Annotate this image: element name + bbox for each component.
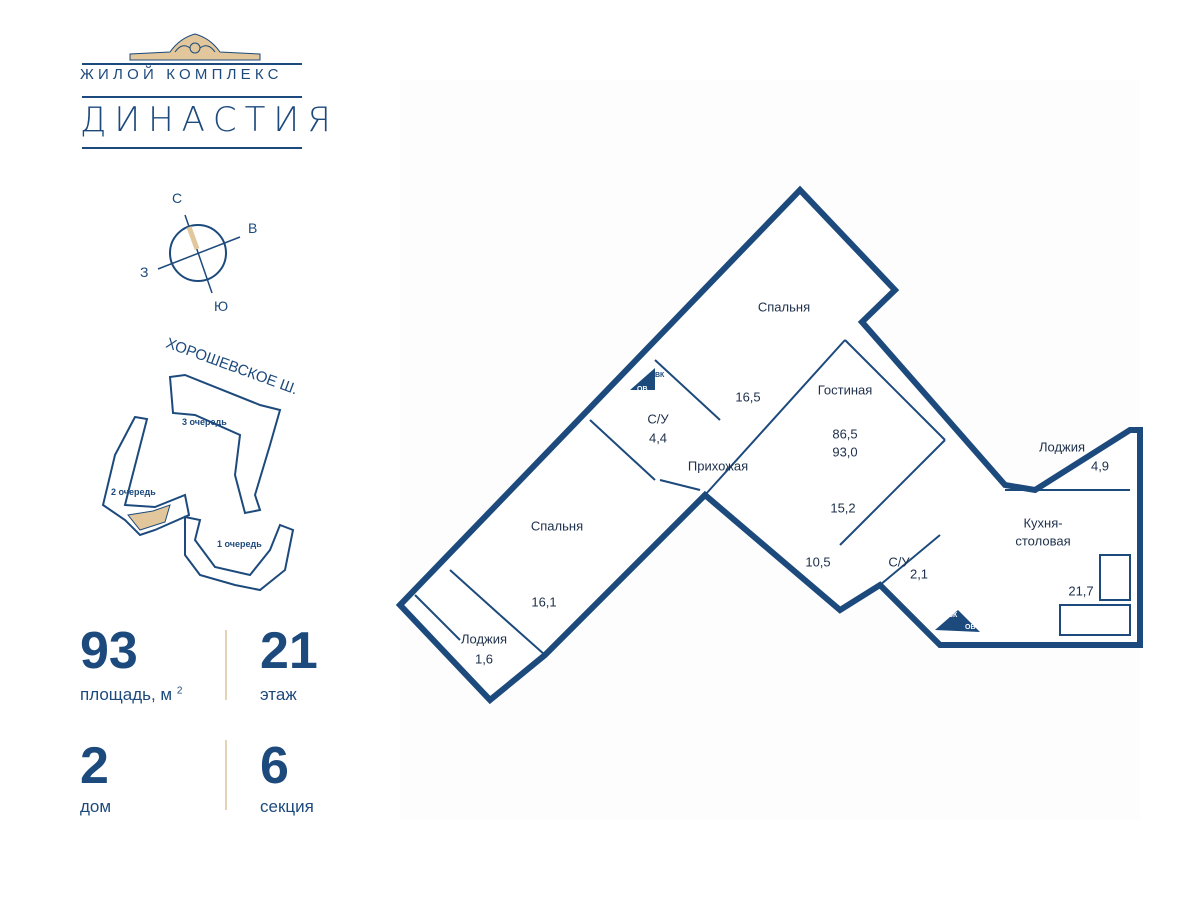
area-label-text: площадь, м <box>80 685 173 704</box>
shaft-marker <box>630 368 655 390</box>
room-area: 1,6 <box>474 651 494 667</box>
house-label: дом <box>80 797 112 816</box>
house-value: 2 <box>80 737 109 795</box>
room-name: Лоджия <box>1038 439 1086 455</box>
room-area: 4,4 <box>648 430 668 446</box>
room-area: 15,2 <box>830 500 856 516</box>
logo-ornament-icon <box>129 33 261 61</box>
phase1-label: 1 очередь <box>217 539 262 549</box>
room-name-line2: столовая <box>1015 533 1071 549</box>
area-unit-sup: 2 <box>176 685 183 697</box>
room-area: 2,1 <box>909 566 929 582</box>
logo-rule <box>82 63 302 65</box>
building-phase2 <box>101 415 191 537</box>
room-name: Спальня <box>530 518 584 534</box>
shaft-ov-label: ОВ <box>637 386 648 393</box>
site-plan: ХОРОШЕВСКОЕ Ш. 3 очередь 2 очередь 1 оче… <box>101 335 300 592</box>
logo-name: ДИНАСТИЯ <box>80 100 339 140</box>
section-label: секция <box>260 797 314 816</box>
compass-south: Ю <box>214 298 228 314</box>
shaft-marker <box>935 610 980 632</box>
logo-subtitle: ЖИЛОЙ КОМПЛЕКС <box>80 66 283 83</box>
room-area: 16,5 <box>735 389 761 405</box>
compass-west: З <box>140 264 148 280</box>
section-value: 6 <box>260 737 289 795</box>
logo-rule <box>82 96 302 98</box>
area-label: площадь, м 2 <box>80 685 182 705</box>
compass-east: В <box>248 220 257 236</box>
room-name: С/У <box>647 411 669 427</box>
logo-rule <box>82 147 302 149</box>
floor-label: этаж <box>260 685 297 704</box>
room-area: 10,5 <box>805 554 831 570</box>
compass-north: С <box>172 190 182 206</box>
building-phase1 <box>184 515 295 592</box>
shaft-vk-label: ВК <box>655 372 665 379</box>
total-area: 93,0 <box>832 444 858 460</box>
area-value: 93 <box>80 622 138 680</box>
divider <box>225 630 227 700</box>
floor-value: 21 <box>260 622 318 680</box>
room-name: Прихожая <box>687 458 749 474</box>
phase2-label: 2 очередь <box>111 487 156 497</box>
divider <box>225 740 227 810</box>
room-name: Гостиная <box>817 382 873 398</box>
phase3-label: 3 очередь <box>182 417 227 427</box>
room-area: 16,1 <box>531 594 557 610</box>
total-living-area: 86,5 <box>832 426 858 442</box>
room-name: Лоджия <box>460 631 508 647</box>
shaft-ov-label: ОВ <box>965 624 976 631</box>
selected-section <box>127 504 171 531</box>
room-area: 4,9 <box>1090 458 1110 474</box>
room-name: С/У <box>888 554 910 570</box>
room-name: Спальня <box>757 299 811 315</box>
shaft-vk-label: ВК <box>948 612 958 619</box>
room-area: 21,7 <box>1068 583 1094 599</box>
room-name: Кухня- <box>1023 515 1063 531</box>
compass-icon: С В З Ю <box>140 190 257 314</box>
building-phase3 <box>168 373 282 515</box>
